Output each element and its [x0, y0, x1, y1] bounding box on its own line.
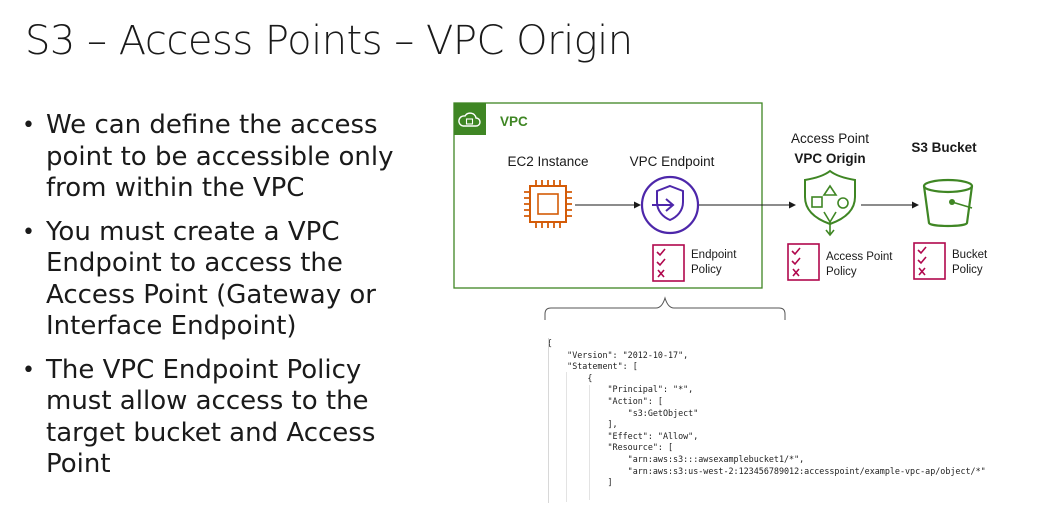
bullet-text: We can define the access point to be acc…	[46, 110, 394, 203]
bucket-policy-icon	[913, 242, 946, 280]
endpoint-policy-icon	[652, 244, 685, 282]
access-point-icon	[804, 169, 856, 237]
indent-guide	[566, 372, 567, 502]
access-point-label: Access Point	[791, 131, 869, 146]
bullet-list: • We can define the access point to be ac…	[22, 110, 422, 493]
endpoint-policy-label-2: Policy	[691, 264, 722, 276]
vpc-icon	[454, 103, 486, 135]
code-line: "arn:aws:s3:us-west-2:123456789012:acces…	[548, 465, 986, 476]
vpc-label: VPC	[500, 114, 528, 129]
code-line: ]	[548, 477, 613, 488]
ec2-label: EC2 Instance	[507, 154, 588, 169]
code-line: "Resource": [	[548, 442, 674, 453]
code-line: "Effect": "Allow",	[548, 430, 699, 441]
bullet-dot: •	[22, 113, 35, 138]
endpoint-policy-label-1: Endpoint	[691, 249, 737, 261]
code-line: ],	[548, 419, 618, 430]
endpoint-policy-json: { "Version": "2012-10-17", "Statement": …	[548, 338, 1044, 503]
code-line: "arn:aws:s3:::awsexamplebucket1/*",	[548, 453, 805, 464]
code-line: {	[548, 372, 593, 383]
bucket-label: S3 Bucket	[911, 140, 977, 155]
bullet-text: You must create a VPC Endpoint to access…	[46, 216, 376, 342]
bullet-item: • The VPC Endpoint Policy must allow acce…	[22, 355, 422, 481]
code-line: "s3:GetObject"	[548, 407, 699, 418]
endpoint-label: VPC Endpoint	[630, 154, 715, 169]
code-line: "Action": [	[548, 395, 663, 406]
access-point-policy-label-2: Policy	[826, 266, 857, 278]
vpc-endpoint-icon	[640, 175, 700, 235]
access-point-policy-label-1: Access Point	[826, 251, 893, 263]
ec2-chip-icon	[524, 180, 572, 228]
code-line: "Statement": [	[548, 361, 638, 372]
bucket-policy-label-2: Policy	[952, 264, 983, 276]
code-line: "Principal": "*",	[548, 384, 694, 395]
bullet-item: • You must create a VPC Endpoint to acces…	[22, 217, 422, 343]
access-point-sublabel: VPC Origin	[794, 151, 865, 166]
code-line: {	[549, 338, 1042, 350]
code-line: "Version": "2012-10-17",	[548, 349, 689, 360]
bullet-dot: •	[22, 219, 35, 245]
policy-code: { "Version": "2012-10-17", "Statement": …	[548, 338, 1042, 489]
bucket-policy-label-1: Bucket	[952, 249, 988, 261]
policy-brace	[544, 296, 786, 320]
vpc-boundary	[453, 102, 763, 289]
indent-guide	[589, 385, 590, 500]
slide-title: S3 – Access Points – VPC Origin	[25, 18, 633, 64]
bullet-text: The VPC Endpoint Policy must allow acces…	[46, 354, 376, 480]
bullet-dot: •	[22, 357, 35, 383]
access-point-policy-icon	[787, 243, 820, 281]
bullet-item: • We can define the access point to be ac…	[22, 110, 422, 205]
s3-bucket-icon	[922, 178, 974, 228]
